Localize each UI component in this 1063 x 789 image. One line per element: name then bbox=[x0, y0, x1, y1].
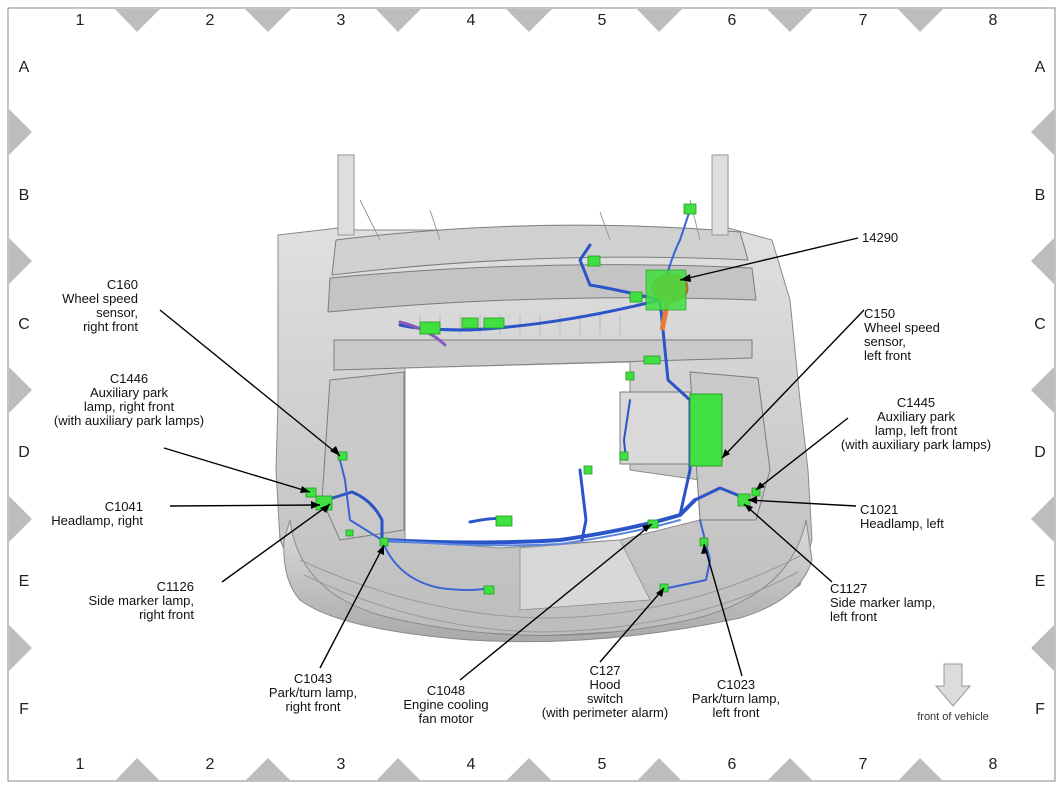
vehicle-front-illustration bbox=[275, 154, 813, 643]
callout-c1127: C1127 Side marker lamp, left front bbox=[830, 581, 936, 624]
callout-14290: 14290 bbox=[862, 230, 899, 245]
col-label-bottom-6: 6 bbox=[727, 756, 737, 773]
arrow-down-icon bbox=[934, 663, 972, 707]
col-label-bottom-2: 2 bbox=[205, 756, 215, 773]
callout-c1126: C1126 Side marker lamp, right front bbox=[88, 579, 194, 622]
col-label-top-3: 3 bbox=[336, 12, 346, 29]
col-label-top-2: 2 bbox=[205, 12, 215, 29]
col-label-bottom-3: 3 bbox=[336, 756, 346, 773]
row-label-right-B: B bbox=[1034, 187, 1046, 204]
row-label-left-B: B bbox=[18, 187, 30, 204]
col-label-bottom-7: 7 bbox=[858, 756, 868, 773]
row-label-right-C: C bbox=[1034, 316, 1046, 333]
right-grid-markers bbox=[1031, 109, 1054, 671]
col-label-top-7: 7 bbox=[858, 12, 868, 29]
callout-c1041: C1041 Headlamp, right bbox=[51, 499, 143, 528]
connectors bbox=[305, 203, 761, 595]
row-label-right-E: E bbox=[1034, 573, 1046, 590]
callout-c1048: C1048 Engine cooling fan motor bbox=[403, 683, 489, 726]
col-label-top-1: 1 bbox=[75, 12, 85, 29]
fuse-box bbox=[689, 393, 723, 467]
col-label-bottom-5: 5 bbox=[597, 756, 607, 773]
front-of-vehicle-label: front of vehicle bbox=[917, 711, 989, 723]
col-label-top-5: 5 bbox=[597, 12, 607, 29]
callout-c160: C160 Wheel speed sensor, right front bbox=[62, 277, 138, 334]
callout-c1445: C1445 Auxiliary park lamp, left front (w… bbox=[840, 395, 992, 452]
row-label-right-F: F bbox=[1035, 701, 1045, 718]
callout-c1023: C1023 Park/turn lamp, left front bbox=[691, 677, 781, 720]
callout-c150: C150 Wheel speed sensor, left front bbox=[864, 306, 940, 363]
callout-c1446: C1446 Auxiliary park lamp, right front (… bbox=[53, 371, 205, 428]
callout-c127: C127 Hood switch (with perimeter alarm) bbox=[541, 663, 669, 720]
col-label-bottom-1: 1 bbox=[75, 756, 85, 773]
top-grid-markers bbox=[115, 9, 943, 32]
row-label-left-E: E bbox=[18, 573, 30, 590]
leader-lines bbox=[159, 237, 865, 681]
col-label-top-6: 6 bbox=[727, 12, 737, 29]
col-label-bottom-4: 4 bbox=[466, 756, 476, 773]
callout-c1043: C1043 Park/turn lamp, right front bbox=[268, 671, 358, 714]
col-label-top-8: 8 bbox=[988, 12, 998, 29]
row-label-left-D: D bbox=[18, 444, 30, 461]
row-label-right-A: A bbox=[1034, 59, 1046, 76]
row-label-left-C: C bbox=[18, 316, 30, 333]
left-grid-markers bbox=[9, 109, 32, 671]
row-label-right-D: D bbox=[1034, 444, 1046, 461]
bottom-grid-markers bbox=[115, 758, 943, 781]
row-label-left-F: F bbox=[19, 701, 29, 718]
callout-c1021: C1021 Headlamp, left bbox=[860, 502, 944, 531]
col-label-bottom-8: 8 bbox=[988, 756, 998, 773]
row-label-left-A: A bbox=[18, 59, 30, 76]
col-label-top-4: 4 bbox=[466, 12, 476, 29]
leader-arrowheads bbox=[300, 274, 765, 597]
